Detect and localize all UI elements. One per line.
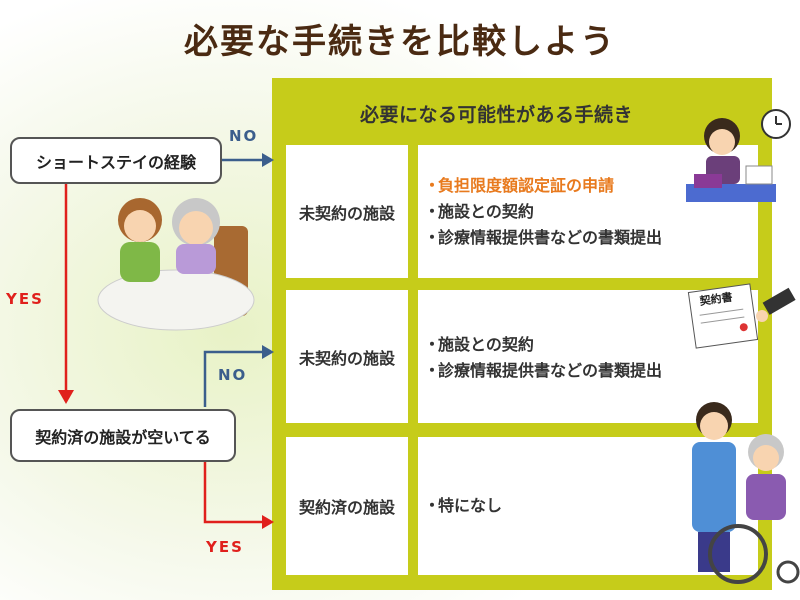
yes-label-2: YES: [206, 538, 244, 556]
row-label-2: 未契約の施設: [286, 290, 408, 423]
panel-header: 必要になる可能性がある手続き: [360, 104, 634, 126]
yes-arrowhead-2: [262, 515, 274, 529]
row-label-1: 未契約の施設: [286, 145, 408, 278]
office-worker-illustration: [686, 109, 791, 202]
contract-document-illustration: 契約書: [687, 283, 796, 349]
no-arrowhead-1: [262, 153, 274, 167]
yes-arrowhead-1: [58, 390, 74, 404]
flow-box-short-stay: ショートステイの経験: [10, 137, 222, 184]
flow-box-contracted-available: 契約済の施設が空いてる: [10, 409, 236, 462]
procedure-item: ・負担限度額認定証の申請: [424, 176, 615, 195]
page-title: 必要な手続きを比較しよう: [184, 22, 616, 62]
procedure-item: ・施設との契約: [424, 202, 534, 221]
procedure-item: ・施設との契約: [424, 335, 534, 354]
no-arrowhead-2: [262, 345, 274, 359]
yes-label-1: YES: [6, 290, 44, 308]
procedure-item: ・診療情報提供書などの書類提出: [424, 361, 663, 380]
no-arrow-2: [203, 350, 262, 407]
procedure-item: ・特になし: [424, 496, 503, 515]
contract-doc-title: 契約書: [698, 290, 734, 309]
no-label-1: NO: [229, 127, 259, 145]
yes-arrow-2: [203, 462, 262, 524]
wheelchair-illustration: [692, 402, 800, 584]
caregiver-elder-illustration: [97, 198, 255, 331]
no-label-2: NO: [218, 366, 248, 384]
row-label-3: 契約済の施設: [286, 437, 408, 575]
row-procedures-1: ・負担限度額認定証の申請 ・施設との契約 ・診療情報提供書などの書類提出: [418, 145, 758, 278]
procedure-item: ・診療情報提供書などの書類提出: [424, 228, 663, 247]
